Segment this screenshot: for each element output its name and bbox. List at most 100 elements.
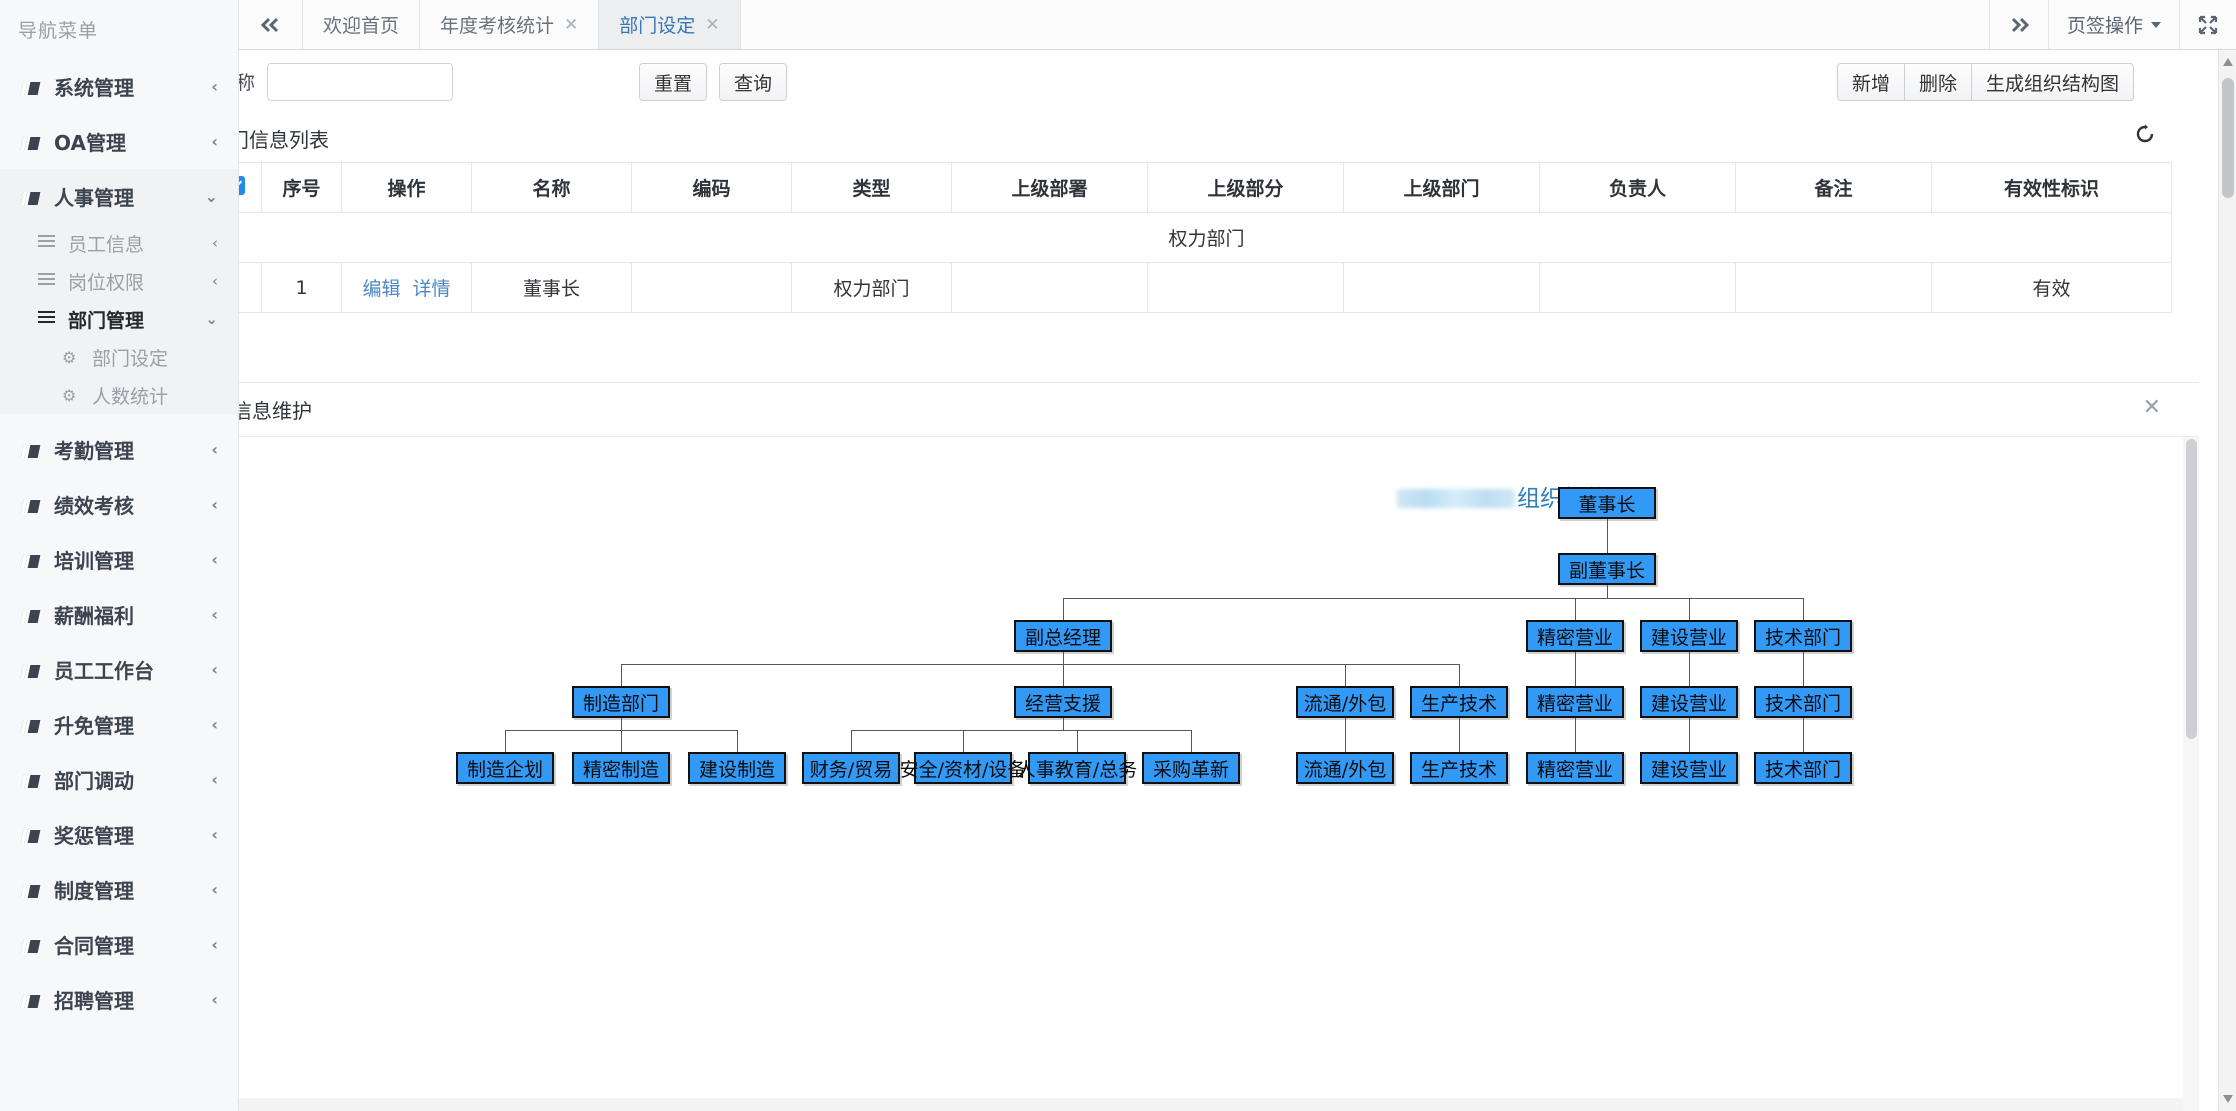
- row-index: 1: [261, 262, 342, 313]
- chevron-left-icon: ‹: [211, 550, 218, 569]
- org-node[interactable]: 精密营业: [1526, 686, 1624, 718]
- tabs-scroll-left-button[interactable]: [239, 0, 303, 49]
- tab-dept-setting[interactable]: 部门设定 ✕: [599, 0, 741, 49]
- page-scrollbar-thumb[interactable]: [2222, 78, 2234, 198]
- org-node[interactable]: 精密营业: [1526, 620, 1624, 652]
- chevron-left-icon: ‹: [211, 660, 218, 679]
- refresh-icon[interactable]: [2134, 124, 2156, 146]
- tab-annual-review-stats[interactable]: 年度考核统计 ✕: [420, 0, 600, 49]
- org-node[interactable]: 经营支援: [1014, 686, 1112, 718]
- sidebar-item-attendance[interactable]: 考勤管理 ‹: [0, 422, 238, 477]
- sidebar-item-post-permission[interactable]: 岗位权限 ‹: [0, 262, 238, 300]
- org-node[interactable]: 技术部门: [1754, 620, 1852, 652]
- sidebar-item-employee-workbench[interactable]: 员工工作台 ‹: [0, 642, 238, 697]
- org-node[interactable]: 制造部门: [572, 686, 670, 718]
- dialog-horizontal-scrollbar[interactable]: [239, 1098, 2183, 1111]
- dialog-vertical-scrollbar[interactable]: [2183, 437, 2199, 1111]
- sidebar-item-hr[interactable]: 人事管理 ⌄: [0, 169, 238, 224]
- fullscreen-button[interactable]: [2179, 0, 2236, 49]
- sidebar-item-dept-management[interactable]: 部门管理 ⌄: [0, 300, 238, 338]
- org-node[interactable]: 精密制造: [572, 752, 670, 784]
- search-name-input[interactable]: [267, 62, 454, 101]
- sidebar-item-dept-transfer[interactable]: 部门调动 ‹: [0, 752, 238, 807]
- org-node[interactable]: 副总经理: [1014, 620, 1112, 652]
- tab-welcome[interactable]: 欢迎首页: [303, 0, 421, 49]
- column-header-name[interactable]: 名称: [471, 162, 632, 213]
- sidebar-item-recruitment[interactable]: 招聘管理 ‹: [0, 972, 238, 1027]
- sidebar-item-contract[interactable]: 合同管理 ‹: [0, 917, 238, 972]
- sidebar-item-system[interactable]: 系统管理 ‹: [0, 59, 238, 114]
- org-node[interactable]: 人事教育/总务: [1017, 752, 1137, 784]
- column-header-parent-dept[interactable]: 上级部门: [1343, 162, 1540, 213]
- org-node[interactable]: 技术部门: [1754, 686, 1852, 718]
- sidebar-item-oa[interactable]: OA管理 ‹: [0, 114, 238, 169]
- sidebar-item-compensation[interactable]: 薪酬福利 ‹: [0, 587, 238, 642]
- org-node-label: 精密营业: [1536, 626, 1613, 649]
- table-group-row[interactable]: 权力部门: [239, 212, 2172, 263]
- scroll-down-arrow-icon[interactable]: [2223, 1095, 2233, 1103]
- org-node[interactable]: 建设营业: [1640, 620, 1738, 652]
- sidebar-item-headcount-stats[interactable]: ⚙ 人数统计: [0, 376, 238, 414]
- org-node[interactable]: 生产技术: [1410, 752, 1508, 784]
- org-node[interactable]: 生产技术: [1410, 686, 1508, 718]
- org-node[interactable]: 建设营业: [1640, 752, 1738, 784]
- column-header-index[interactable]: 序号: [261, 162, 342, 213]
- close-icon[interactable]: ✕: [2142, 395, 2161, 420]
- generate-org-chart-button[interactable]: 生成组织结构图: [1971, 63, 2134, 101]
- edit-link[interactable]: 编辑: [362, 278, 401, 300]
- org-node[interactable]: 财务/贸易: [802, 752, 900, 784]
- org-node[interactable]: 建设制造: [688, 752, 786, 784]
- org-node[interactable]: 流通/外包: [1296, 752, 1394, 784]
- org-node[interactable]: 采购革新: [1142, 752, 1240, 784]
- column-header-type[interactable]: 类型: [791, 162, 952, 213]
- sidebar-item-performance[interactable]: 绩效考核 ‹: [0, 477, 238, 532]
- sidebar-item-label: 制度管理: [54, 879, 134, 903]
- page-vertical-scrollbar[interactable]: [2218, 50, 2236, 1111]
- org-edge: [1803, 652, 1804, 686]
- sidebar-item-label: 升免管理: [54, 714, 134, 738]
- org-edge: [621, 664, 622, 686]
- sidebar-item-dept-setting[interactable]: ⚙ 部门设定: [0, 338, 238, 376]
- select-all-checkbox[interactable]: [239, 175, 245, 195]
- sidebar-item-policy[interactable]: 制度管理 ‹: [0, 862, 238, 917]
- column-header-remark[interactable]: 备注: [1735, 162, 1932, 213]
- column-header-valid-flag[interactable]: 有效性标识: [1931, 162, 2172, 213]
- dialog-scrollbar-thumb[interactable]: [2186, 439, 2197, 739]
- org-edge: [851, 730, 852, 752]
- sidebar-leaf-label: 人数统计: [92, 385, 169, 408]
- column-header-code[interactable]: 编码: [631, 162, 792, 213]
- sidebar-item-employee-info[interactable]: 员工信息 ‹: [0, 224, 238, 262]
- reset-button[interactable]: 重置: [639, 63, 708, 101]
- org-node[interactable]: 制造企划: [456, 752, 554, 784]
- table-row[interactable]: 1 编辑详情 董事长 权力部门 有效: [239, 262, 2172, 313]
- sidebar-item-reward-punish[interactable]: 奖惩管理 ‹: [0, 807, 238, 862]
- org-node[interactable]: 董事长: [1558, 487, 1656, 519]
- close-icon[interactable]: ✕: [564, 14, 579, 35]
- book-icon: [20, 130, 48, 154]
- org-node[interactable]: 流通/外包: [1296, 686, 1394, 718]
- column-header-actions[interactable]: 操作: [341, 162, 472, 213]
- page-operations-dropdown[interactable]: 页签操作: [2047, 0, 2179, 49]
- org-node[interactable]: 副董事长: [1558, 553, 1656, 585]
- org-node[interactable]: 技术部门: [1754, 752, 1852, 784]
- column-header-parent-deploy[interactable]: 上级部署: [951, 162, 1148, 213]
- sidebar-item-training[interactable]: 培训管理 ‹: [0, 532, 238, 587]
- org-edge: [1459, 718, 1460, 752]
- scroll-up-arrow-icon[interactable]: [2223, 58, 2233, 66]
- org-node[interactable]: 建设营业: [1640, 686, 1738, 718]
- close-icon[interactable]: ✕: [705, 14, 720, 35]
- query-button[interactable]: 查询: [719, 63, 788, 101]
- org-node[interactable]: 安全/资材/设备: [900, 752, 1026, 784]
- row-select-checkbox[interactable]: [239, 262, 262, 313]
- column-header-parent-part[interactable]: 上级部分: [1147, 162, 1344, 213]
- org-node[interactable]: 精密营业: [1526, 752, 1624, 784]
- sidebar-item-promotion[interactable]: 升免管理 ‹: [0, 697, 238, 752]
- add-button[interactable]: 新增: [1836, 63, 1905, 101]
- column-header-select[interactable]: [239, 162, 262, 213]
- tabs-scroll-right-button[interactable]: [1988, 0, 2048, 49]
- delete-button[interactable]: 删除: [1904, 63, 1972, 101]
- org-edge: [505, 730, 506, 752]
- detail-link[interactable]: 详情: [412, 278, 451, 300]
- column-header-owner[interactable]: 负责人: [1539, 162, 1736, 213]
- redacted-company-name: [1397, 489, 1515, 508]
